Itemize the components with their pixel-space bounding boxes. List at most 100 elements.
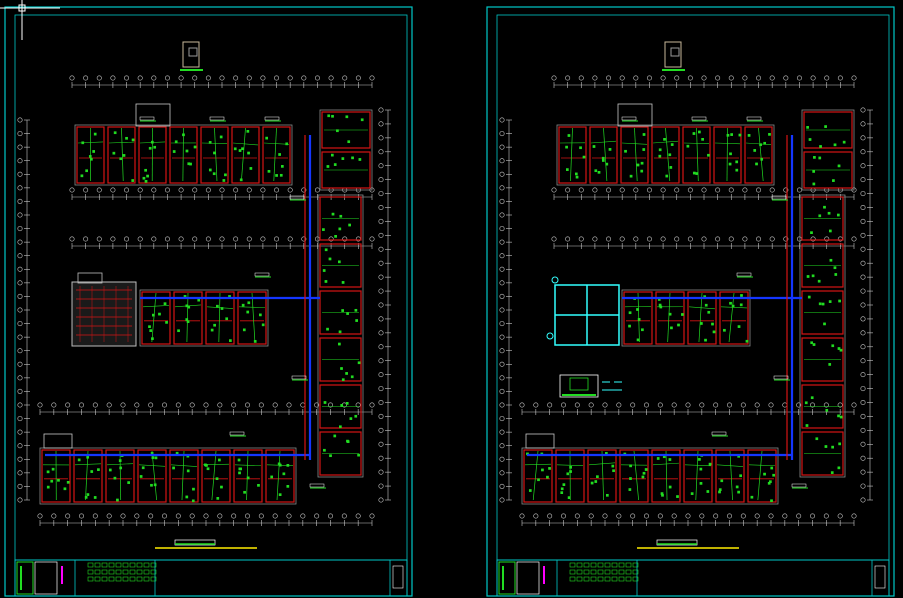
grid-bubble (824, 75, 830, 81)
fixture-symbol (339, 425, 342, 429)
grid-bubble (674, 75, 680, 81)
room-wall (319, 431, 362, 476)
grid-bubble (378, 149, 384, 155)
drawing-sheet-right[interactable] (486, 6, 895, 597)
fixture-symbol (279, 173, 283, 177)
fixture-symbol (322, 228, 325, 231)
east-wing-rooms (799, 194, 846, 478)
signature-cell (625, 562, 632, 568)
grid-bubble (378, 205, 384, 211)
fixture-symbol (579, 146, 582, 150)
fixture-symbol (331, 114, 334, 118)
annotation-text-block (289, 195, 305, 200)
wiring-run (688, 306, 716, 310)
wiring-run (182, 127, 184, 182)
wiring-run (108, 141, 135, 144)
fixture-symbol (818, 214, 822, 218)
signature-cell (590, 562, 597, 568)
fixture-symbol (813, 156, 816, 159)
grid-bubble (633, 75, 639, 81)
grid-bubble (378, 232, 384, 238)
wiring-run (151, 450, 157, 501)
fixture-symbol (341, 281, 345, 284)
grid-bubble (499, 443, 505, 449)
fixture-symbol (286, 485, 290, 488)
grid-bubble (192, 236, 198, 242)
fixture-symbol (285, 142, 289, 146)
grid-bubble (17, 375, 23, 381)
grid-bubble (860, 205, 866, 211)
fixture-symbol (131, 179, 135, 182)
left-dimension-chain (17, 117, 30, 503)
grid-bubble (110, 187, 116, 193)
grid-bubble (754, 513, 760, 519)
fixture-symbol (360, 118, 364, 122)
grid-bubble (178, 75, 184, 81)
grid-bubble (860, 358, 866, 364)
grid-bubble (619, 236, 625, 242)
fixture-symbol (116, 498, 119, 502)
signature-cell (122, 576, 129, 582)
fixture-symbol (726, 133, 730, 137)
fixture-symbol (46, 470, 50, 474)
building-outline (799, 194, 846, 478)
fixture-symbol (278, 493, 282, 497)
grid-bubble (837, 75, 843, 81)
grid-bubble (728, 187, 734, 193)
room-wall (169, 449, 199, 503)
grid-bubble (740, 402, 746, 408)
fixture-symbol (191, 499, 195, 503)
grid-bubble (796, 513, 802, 519)
signature-cell (136, 576, 143, 582)
signature-cell (618, 576, 625, 582)
drawing-title-text-block (174, 539, 216, 546)
signature-cell (625, 569, 632, 575)
fixture-symbol (229, 339, 232, 342)
signature-cell (150, 569, 157, 575)
fixture-symbol (640, 161, 644, 165)
grid-bubble (592, 187, 598, 193)
fixture-symbol (537, 478, 540, 482)
existing-building-block (71, 272, 137, 347)
grid-bubble (499, 334, 505, 340)
room-wall (687, 291, 717, 345)
wiring-run (85, 450, 89, 501)
grid-bubble (701, 75, 707, 81)
fixture-symbol (842, 140, 846, 144)
grid-bubble (633, 187, 639, 193)
room-wall (231, 126, 260, 184)
grid-bubble (860, 344, 866, 350)
room-wall (682, 126, 711, 184)
fixture-symbol (218, 458, 221, 462)
grid-bubble (860, 260, 866, 266)
signature-cell (611, 569, 618, 575)
wiring-run (74, 463, 102, 466)
grid-bubble (148, 513, 154, 519)
fixture-symbol (86, 493, 90, 496)
wiring-run (634, 127, 638, 182)
fixture-symbol (333, 434, 337, 438)
signature-cell (122, 562, 129, 568)
grid-bubble (551, 236, 557, 242)
grid-bubble (258, 513, 264, 519)
fixture-symbol (660, 492, 664, 495)
room-wall (107, 126, 136, 184)
grid-bubble (69, 75, 75, 81)
fixture-symbol (768, 133, 771, 136)
signature-cell (108, 562, 115, 568)
drawing-sheet-left[interactable] (4, 6, 413, 597)
grid-bubble (726, 402, 732, 408)
fixture-symbol (150, 483, 153, 487)
key-plan-outline (664, 41, 682, 68)
fixture-symbol (641, 475, 645, 479)
fixture-symbol (358, 158, 362, 161)
fixture-symbol (220, 307, 224, 310)
fixture-symbol (695, 172, 699, 175)
grid-bubble (606, 75, 612, 81)
grid-bubble (17, 416, 23, 422)
fixture-symbol (338, 342, 341, 346)
signature-cell (150, 562, 157, 568)
fixture-symbol (767, 481, 771, 485)
grid-bubble (17, 171, 23, 177)
